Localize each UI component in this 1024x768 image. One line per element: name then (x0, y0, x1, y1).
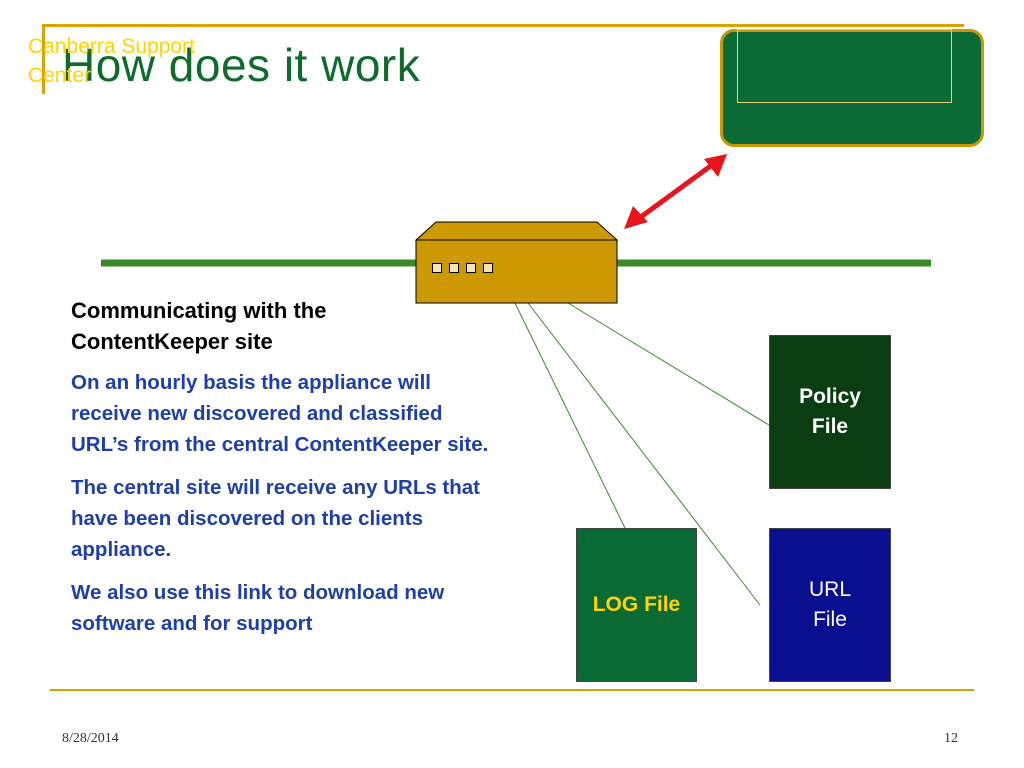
body-text: Communicating with the ContentKeeper sit… (71, 295, 491, 651)
support-center-line2: Center (28, 64, 92, 87)
connector-policy-file (567, 302, 770, 426)
connector-url-file (527, 302, 761, 606)
section-heading: Communicating with the ContentKeeper sit… (71, 295, 491, 357)
left-accent-rule (42, 24, 45, 94)
policy-file-line1: Policy (799, 385, 861, 408)
support-center-frame (737, 29, 952, 103)
log-file-box: LOG File (576, 528, 697, 682)
paragraph-central-site: The central site will receive any URLs t… (71, 476, 481, 561)
top-accent-rule (42, 24, 964, 27)
url-file-line2: File (813, 608, 847, 631)
url-file-box: URL File (769, 528, 891, 682)
policy-file-line2: File (811, 415, 849, 438)
status-light-icon (483, 263, 493, 273)
section-heading-line1: Communicating with the (71, 298, 327, 323)
slide-title: How does it work (62, 39, 421, 91)
bidirectional-arrow-icon (624, 154, 727, 229)
section-heading-line2: ContentKeeper site (71, 329, 273, 354)
footer-date: 8/28/2014 (62, 731, 119, 746)
status-light-icon (466, 263, 476, 273)
url-file-line1: URL (808, 578, 851, 601)
support-center-line1: Canberra Support (28, 35, 195, 58)
url-file-label: URL File (809, 575, 851, 635)
status-light-icon (432, 263, 442, 273)
page-number: 12 (944, 731, 958, 746)
status-light-icon (449, 263, 459, 273)
support-center-box (720, 29, 984, 147)
log-file-label: LOG File (592, 593, 681, 616)
appliance-status-lights (432, 263, 493, 273)
support-center-label: Canberra Support Center (28, 32, 258, 90)
paragraph-hourly-updates: On an hourly basis the appliance will re… (71, 371, 489, 456)
connector-log-file (514, 302, 626, 529)
policy-file-box: Policy File (769, 335, 891, 489)
paragraph-software-support: We also use this link to download new so… (71, 581, 445, 635)
policy-file-label: Policy File (799, 382, 861, 442)
bottom-accent-rule (50, 689, 974, 691)
